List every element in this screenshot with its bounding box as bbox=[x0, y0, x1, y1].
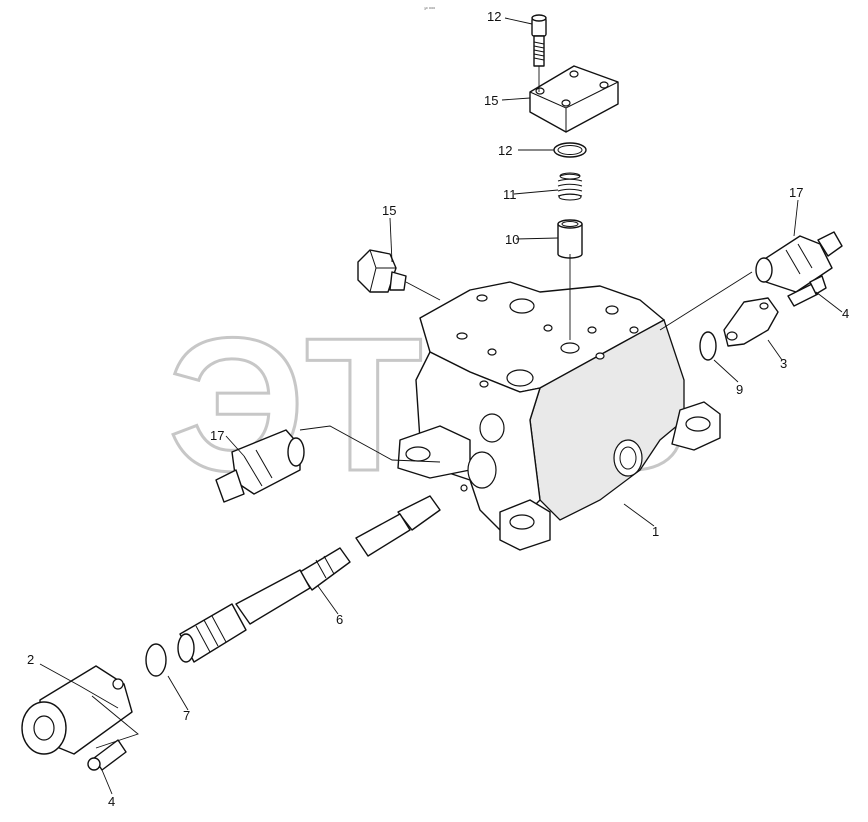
label-7: 9 bbox=[736, 382, 743, 397]
label-6: 7 bbox=[183, 708, 190, 723]
part-11-cover-plate bbox=[529, 65, 619, 133]
part-6-o-ring bbox=[145, 643, 167, 677]
part-8-sleeve bbox=[557, 219, 583, 259]
corner-mark: ³⁰ ⁰⁰⁰ bbox=[424, 7, 435, 13]
part-9-spring bbox=[557, 172, 583, 201]
part-3-cover bbox=[723, 297, 779, 347]
part-17-left-relief-valve bbox=[215, 429, 305, 503]
part-4-left-screw bbox=[87, 739, 127, 771]
label-4-right: 4 bbox=[842, 306, 849, 321]
label-1: 1 bbox=[652, 524, 659, 539]
label-3: 3 bbox=[780, 356, 787, 371]
label-8: 10 bbox=[505, 232, 519, 247]
part-15-plug bbox=[357, 249, 407, 293]
label-4-left: 4 bbox=[108, 794, 115, 809]
label-17-left: 17 bbox=[210, 428, 224, 443]
part-2-end-cap bbox=[21, 665, 133, 755]
part-1-valve-body bbox=[397, 281, 721, 551]
label-9: 11 bbox=[503, 187, 517, 202]
part-17-right-relief-valve bbox=[755, 231, 843, 293]
part-7-o-ring bbox=[699, 331, 717, 361]
label-5: 6 bbox=[336, 612, 343, 627]
label-2: 2 bbox=[27, 652, 34, 667]
label-15: 15 bbox=[382, 203, 396, 218]
callout-labels: 12 15 12 11 10 15 17 4 3 9 1 6 7 2 4 17 bbox=[27, 9, 849, 809]
label-11: 15 bbox=[484, 93, 498, 108]
label-17-right: 17 bbox=[789, 185, 803, 200]
label-12: 12 bbox=[487, 9, 501, 24]
leader-lines bbox=[39, 17, 843, 795]
part-5-spool bbox=[177, 495, 441, 663]
label-10: 12 bbox=[498, 143, 512, 158]
part-12-cap-screw bbox=[531, 14, 547, 67]
